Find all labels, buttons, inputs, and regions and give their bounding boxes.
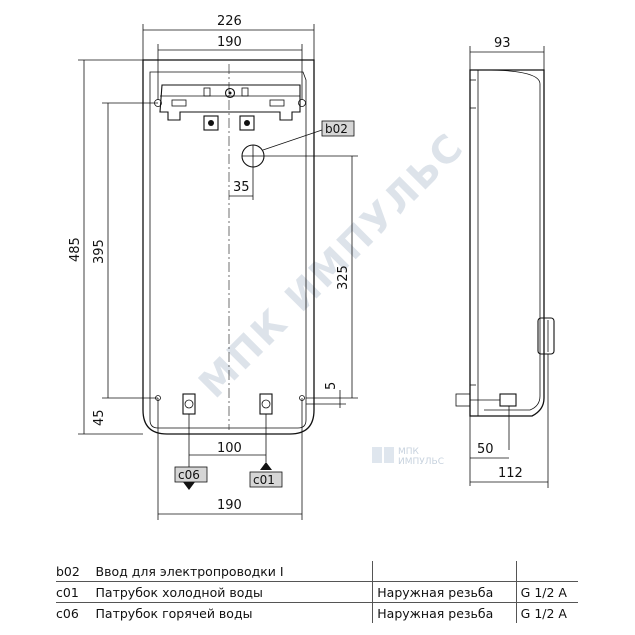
dim-height-total-label: 485 [68, 237, 83, 262]
dim-depth-pipe-label: 50 [477, 442, 494, 457]
side-body-outline [469, 69, 545, 417]
dim-gap-small: 5 [306, 382, 346, 408]
legend-type [372, 561, 515, 581]
pipe-c06 [182, 393, 196, 470]
front-view [142, 59, 323, 470]
dim-height-bottom: 45 [92, 409, 107, 426]
tag-b02-label: b02 [325, 122, 348, 136]
legend-description: Ввод для электропроводки I [95, 563, 284, 579]
legend-code: c06 [56, 605, 79, 621]
side-pipe [455, 393, 517, 450]
dim-height-b02: 325 [264, 155, 358, 399]
legend-description: Патрубок холодной воды [95, 584, 263, 600]
dim-height-b02-label: 325 [336, 265, 351, 290]
legend-row-c01: c01 Патрубок холодной воды Наружная резь… [56, 582, 578, 603]
dim-gap-small-label: 5 [324, 382, 339, 390]
watermark-text: МПК ИМПУЛЬС [190, 124, 472, 406]
dim-depth-total-label: 112 [498, 466, 523, 481]
legend-size: G 1/2 A [515, 603, 578, 623]
dim-width-total: 226 [142, 14, 315, 60]
pipe-c01 [259, 393, 273, 462]
legend-code: b02 [56, 563, 80, 579]
dim-width-bracket-label: 190 [217, 35, 242, 50]
side-knob [537, 317, 555, 355]
watermark-logo-bottom: ИМПУЛЬС [398, 457, 444, 467]
watermark-logo: МПК ИМПУЛЬС [372, 447, 444, 467]
legend-row-b02: b02 Ввод для электропроводки I [56, 561, 578, 582]
front-body-outline [142, 59, 315, 435]
tag-c06-label: c06 [178, 468, 200, 482]
front-inner-contour [149, 71, 307, 429]
tag-c06: c06 [174, 466, 208, 490]
legend-description: Патрубок горячей воды [95, 605, 253, 621]
dim-height-bottom-label: 45 [92, 409, 107, 426]
dim-width-bracket: 190 [157, 35, 303, 100]
tag-c01: c01 [249, 462, 283, 488]
tag-b02: b02 [321, 120, 355, 137]
side-view [455, 69, 555, 450]
dim-pipe-spacing-label: 100 [217, 441, 242, 456]
dim-offset-b02: 35 [229, 167, 254, 200]
dim-depth: 93 [469, 36, 545, 70]
dim-height-mount: 395 [92, 102, 158, 399]
legend-table: b02 Ввод для электропроводки I c01 Патру… [56, 561, 578, 623]
dim-offset-b02-label: 35 [233, 180, 250, 195]
legend-type: Наружная резьба [372, 582, 515, 602]
dim-width-total-label: 226 [217, 14, 242, 29]
dim-width-bottom: 190 [157, 398, 303, 520]
dim-height-mount-label: 395 [92, 239, 107, 264]
mounting-bracket [154, 84, 306, 131]
legend-code: c01 [56, 584, 79, 600]
dim-width-bottom-label: 190 [217, 498, 242, 513]
legend-size [515, 561, 578, 581]
dim-depth-pipe: 50 [469, 416, 509, 486]
dim-pipe-spacing: 100 [189, 441, 266, 456]
legend-row-c06: c06 Патрубок горячей воды Наружная резьб… [56, 603, 578, 623]
dim-depth-total: 112 [470, 354, 549, 488]
dim-depth-label: 93 [494, 36, 511, 51]
tag-c01-label: c01 [253, 473, 275, 487]
legend-type: Наружная резьба [372, 603, 515, 623]
legend-size: G 1/2 A [515, 582, 578, 602]
dim-height-total: 485 [68, 59, 143, 435]
watermark-logo-top: МПК [398, 447, 420, 457]
